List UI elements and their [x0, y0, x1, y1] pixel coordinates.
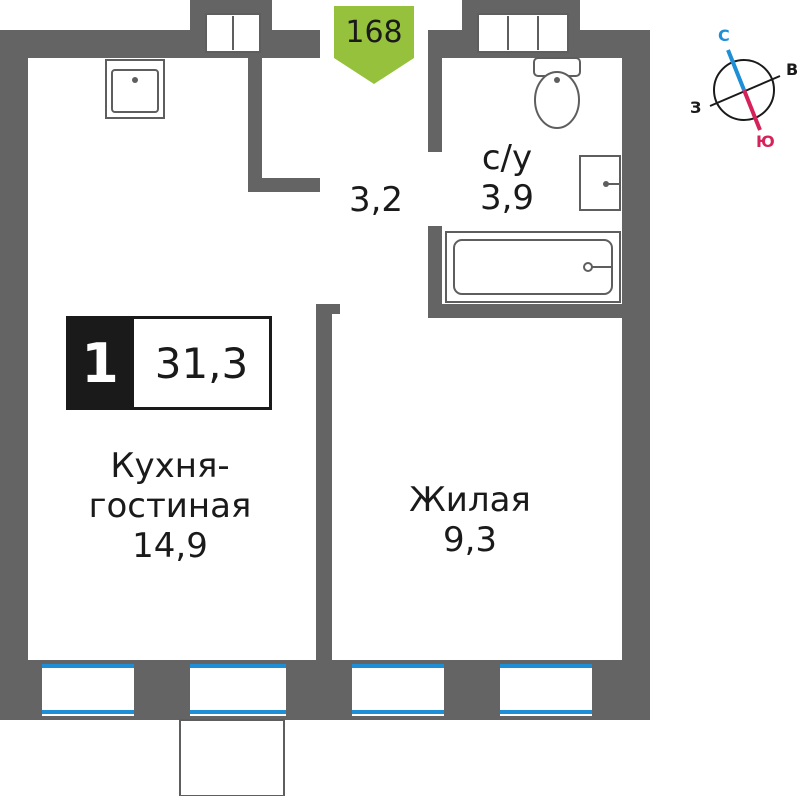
compass-west: З: [690, 98, 702, 117]
toilet-icon: [533, 57, 581, 129]
wall-bath-left-top: [428, 56, 442, 152]
wall-top-left: [0, 30, 192, 58]
bathroom-cabinet: [477, 13, 569, 53]
kitchen-living-name-line1: Кухня-: [110, 446, 230, 486]
bathroom-sink-icon: [579, 155, 621, 211]
wall-right: [622, 30, 650, 670]
living-room-area: 9,3: [442, 520, 498, 560]
window-2: [190, 664, 286, 716]
apartment-summary-badge: 1 31,3: [66, 316, 272, 410]
compass-south: Ю: [756, 132, 775, 151]
wall-hall-vertical: [248, 56, 262, 192]
living-room-label: Жилая 9,3: [380, 480, 560, 560]
bathroom-label: с/у 3,9: [462, 138, 552, 218]
hall-area: 3,2: [348, 180, 404, 220]
apartment-number: 168: [345, 14, 403, 50]
wall-bath-left-bottom: [428, 226, 442, 318]
kitchen-sink-icon: [105, 59, 165, 119]
wall-bath-bottom: [428, 304, 628, 318]
bathroom-name: с/у: [481, 138, 533, 178]
rooms-count: 1: [66, 316, 134, 410]
compass-icon: [709, 49, 781, 131]
wall-left: [0, 30, 28, 670]
wall-hall-horizontal: [248, 178, 320, 192]
total-area: 31,3: [134, 316, 272, 410]
window-4: [500, 664, 592, 716]
compass-east: В: [786, 60, 799, 79]
kitchen-living-name-line2: гостиная: [88, 486, 252, 526]
wall-room-divider: [316, 304, 332, 670]
bathtub-icon: [445, 231, 621, 303]
compass-north: С: [718, 26, 730, 45]
bathroom-area: 3,9: [479, 178, 535, 218]
balcony: [179, 719, 285, 796]
kitchen-living-label: Кухня- гостиная 14,9: [60, 446, 280, 566]
window-1: [42, 664, 134, 716]
wall-divider-cap: [316, 304, 340, 314]
wall-top-right-a: [428, 30, 468, 58]
wall-top-mid: [270, 30, 320, 58]
apartment-number-badge: [334, 6, 414, 84]
living-room-name: Жилая: [409, 480, 531, 520]
kitchen-living-area: 14,9: [132, 526, 208, 566]
window-3: [352, 664, 444, 716]
